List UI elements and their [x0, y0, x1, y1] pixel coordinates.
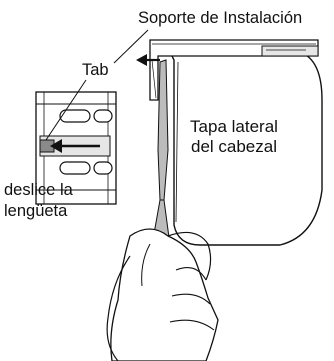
slide-arrow [50, 139, 100, 153]
slide-tab-label-line2: lengüeta [4, 202, 68, 221]
tab-label: Tab [82, 61, 109, 79]
tab-leader-line [45, 79, 87, 141]
head-side-cover-label: Tapa lateral del cabezal [190, 117, 278, 158]
bracket-leader-line [113, 29, 149, 64]
mounting-bracket [149, 39, 319, 101]
mounting-bracket-label: Soporte de Instalación [138, 9, 303, 27]
bracket-arrow [136, 54, 160, 66]
rail-detail [35, 91, 117, 205]
slide-tab-label: deslice la lengüeta [4, 180, 73, 223]
head-side-cover-label-line1: Tapa lateral [190, 117, 278, 136]
head-side-cover [168, 51, 323, 246]
slide-tab-label-line1: deslice la [4, 181, 73, 199]
hand-illustration [106, 228, 219, 361]
head-side-cover-label-line2: del cabezal [190, 137, 278, 157]
